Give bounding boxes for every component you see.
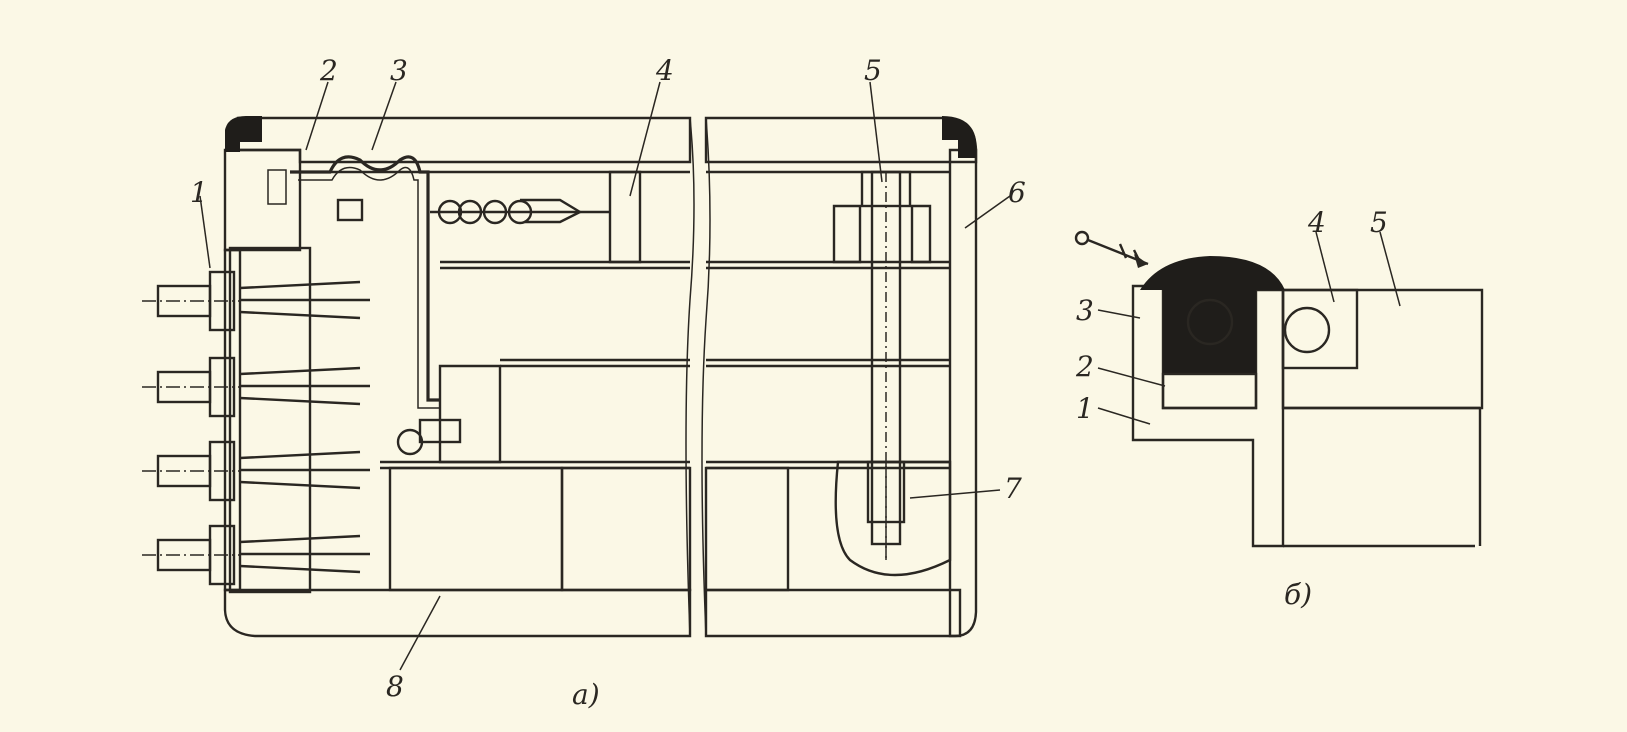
wire-harness-chain: [430, 198, 610, 225]
figure-b-leaders: [1097, 231, 1401, 425]
callout-a-8: 8: [386, 670, 404, 703]
break-line-left: [685, 117, 695, 637]
cable-clamp: [418, 418, 462, 444]
housing-right-wall: [948, 148, 978, 638]
housing-top-wall-left: [236, 116, 692, 164]
detail-seal-compound: [1140, 256, 1285, 374]
callout-a-7: 7: [1004, 472, 1022, 505]
detail-part-2-gasket: [1161, 372, 1258, 410]
figure-b-caption: б): [1284, 578, 1312, 611]
callout-a-2: 2: [319, 54, 338, 87]
figure-a-leaders: [199, 81, 1011, 671]
detail-part-4-cord: [1283, 306, 1331, 354]
callout-a-6: 6: [1008, 176, 1026, 209]
corner-seal-left: [225, 116, 262, 152]
connector: [142, 440, 370, 502]
callout-b-1: 1: [1076, 392, 1094, 425]
housing-left-wall: [223, 248, 242, 592]
callout-a-3: 3: [390, 54, 408, 87]
housing-bottom-wall-left: [223, 588, 692, 638]
internal-boards: [300, 170, 950, 592]
flex-cable-inner: [298, 166, 440, 409]
detail-part-3-cord: [1186, 298, 1234, 346]
part-4-block: [608, 170, 642, 264]
cable-bracket: [438, 364, 502, 464]
callout-b-5: 5: [1370, 206, 1388, 239]
housing-top-wall-right: [704, 116, 978, 164]
figure-a-caption: а): [572, 678, 600, 711]
callout-b-4: 4: [1307, 206, 1326, 239]
figure-a-section-view: 1 2 3 4 5 6 7 8 а): [142, 54, 1026, 711]
screw-head-left: [396, 428, 424, 456]
figure-b-detail-view: 3 2 1 4 5 б): [1074, 206, 1484, 611]
connector-potting-block: [228, 246, 312, 594]
callout-b-2: 2: [1075, 350, 1094, 383]
callout-a-5: 5: [864, 54, 882, 87]
callout-b-3: 3: [1076, 294, 1094, 327]
seal-wire-arrow: [1074, 230, 1149, 268]
top-left-screw: [267, 169, 364, 222]
detail-part-4-channel: [1281, 288, 1359, 370]
connector: [142, 356, 370, 418]
left-flange-block: [223, 148, 302, 252]
connector: [142, 270, 370, 332]
corner-seal-right: [942, 116, 976, 158]
external-connectors: [142, 270, 370, 586]
callout-a-1: 1: [190, 176, 208, 209]
callout-a-4: 4: [655, 54, 674, 87]
housing-bottom-wall-right: [704, 588, 962, 638]
rod-nut-pocket: [834, 460, 952, 577]
flex-cable: [290, 155, 440, 402]
break-line-right: [701, 117, 711, 637]
connector: [142, 524, 370, 586]
